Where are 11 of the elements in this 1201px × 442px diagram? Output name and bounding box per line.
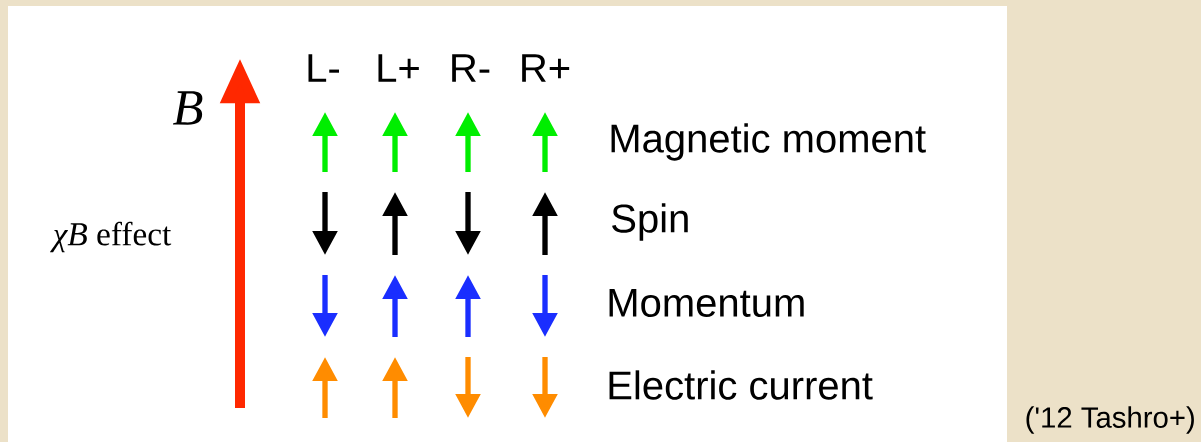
field-label: B [173,91,203,125]
column-heading: R- [452,54,490,82]
effect-label: χB effect [50,221,172,253]
column-heading: L- [308,54,339,82]
row-label: Momentum [609,289,804,317]
row-label: Electric current [609,370,873,400]
citation: ('12 Tashro+) [1026,406,1194,434]
row-label: Spin [612,203,688,241]
column-heading: R+ [522,54,570,82]
row-label: Magnetic moment [611,123,926,161]
column-heading: L+ [378,54,419,82]
